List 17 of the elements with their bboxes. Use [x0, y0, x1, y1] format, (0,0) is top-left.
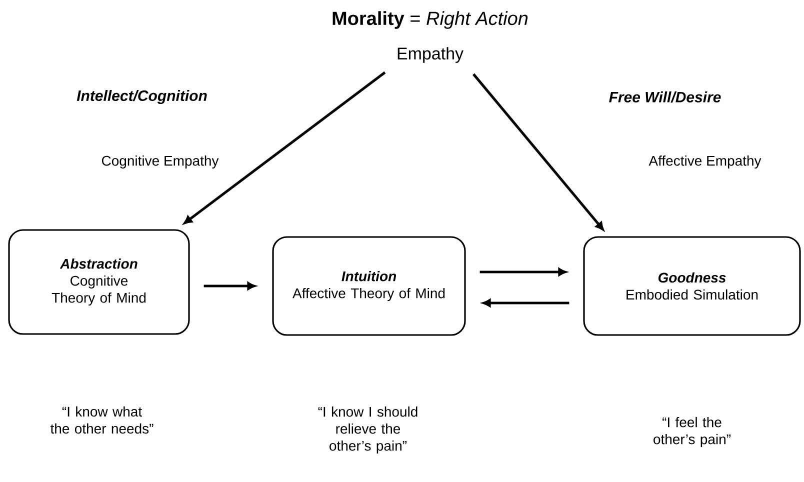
- heading-label: Free Will/Desire: [609, 91, 721, 103]
- node-text: Empathy: [398, 47, 464, 63]
- quote-text: “I feel the other’s pain”: [654, 416, 730, 447]
- rounded-box: Intuition Affective Theory of Mind: [272, 236, 466, 336]
- quote-text: “I know I should relieve the other’s pain”: [318, 406, 418, 454]
- rounded-box: Goodness Embodied Simulation: [583, 236, 801, 336]
- branch-label: Cognitive Empathy: [102, 155, 219, 169]
- title: Morality = Right Action: [332, 11, 528, 29]
- arrow: [472, 73, 604, 230]
- arrow: [184, 71, 386, 224]
- heading-label: Intellect/Cognition: [76, 90, 207, 104]
- branch-label: Affective Empathy: [648, 155, 762, 169]
- rounded-box: Abstraction Cognitive Theory of Mind: [8, 229, 190, 335]
- quote-text: “I know what the other needs”: [50, 406, 154, 434]
- arrow: [482, 299, 570, 307]
- arrow: [480, 268, 566, 276]
- arrow: [204, 282, 256, 290]
